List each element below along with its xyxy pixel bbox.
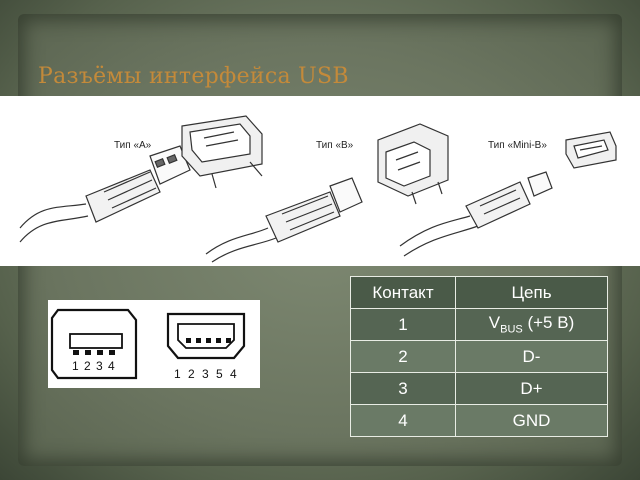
table-header-row: Контакт Цепь <box>350 276 608 309</box>
type-mini-b-label: Тип «Mini-B» <box>488 140 547 151</box>
mini-b-socket-outline-icon <box>166 312 246 360</box>
pin-number: 3 <box>202 367 209 381</box>
signal-cell: D- <box>455 340 608 373</box>
pinout-diagram: 1 2 3 4 1 2 3 5 4 <box>48 300 260 388</box>
pin-number: 1 <box>174 367 181 381</box>
pin-number: 3 <box>96 359 103 373</box>
pin-cell: 3 <box>350 372 456 405</box>
usb-type-b-plug-icon <box>205 177 363 263</box>
pin-cell: 4 <box>350 404 456 437</box>
type-b-label: Тип «В» <box>316 140 354 151</box>
pin-number: 1 <box>72 359 79 373</box>
usb-connectors-illustration: Тип «А» Тип «В» Тип «Mini-B» <box>0 96 640 266</box>
pin-assignment-table: Контакт Цепь 1 VBUS (+5 В) 2 D- 3 D+ 4 G… <box>350 276 608 437</box>
table-row: 3 D+ <box>350 372 608 405</box>
type-a-label: Тип «А» <box>114 140 152 151</box>
usb-type-b-receptacle-icon <box>377 123 449 205</box>
type-b-socket-outline-icon <box>50 308 138 380</box>
column-header-pin: Контакт <box>350 276 456 309</box>
pin-number: 4 <box>230 367 237 381</box>
pin-cell: 2 <box>350 340 456 373</box>
signal-suffix: (+5 В) <box>522 313 575 333</box>
usb-mini-b-receptacle-icon <box>565 131 617 169</box>
slide-title: Разъёмы интерфейса USB <box>38 64 349 89</box>
pin-number: 2 <box>188 367 195 381</box>
pin-number: 5 <box>216 367 223 381</box>
pinout-drawing: 1 2 3 4 1 2 3 5 4 <box>50 308 246 381</box>
usb-mini-b-plug-icon <box>399 171 553 257</box>
signal-cell: GND <box>455 404 608 437</box>
pin-number: 2 <box>84 359 91 373</box>
usb-type-a-receptacle-icon <box>181 115 263 189</box>
signal-subscript: BUS <box>500 323 523 336</box>
signal-text: V <box>488 313 501 333</box>
table-row: 4 GND <box>350 404 608 437</box>
table-row: 2 D- <box>350 340 608 373</box>
signal-cell: D+ <box>455 372 608 405</box>
pin-number: 4 <box>108 359 115 373</box>
signal-cell: VBUS (+5 В) <box>455 308 608 341</box>
column-header-signal: Цепь <box>455 276 608 309</box>
pin-cell: 1 <box>350 308 456 341</box>
connectors-drawing <box>19 115 617 263</box>
usb-type-a-plug-icon <box>19 145 191 243</box>
table-row: 1 VBUS (+5 В) <box>350 308 608 341</box>
